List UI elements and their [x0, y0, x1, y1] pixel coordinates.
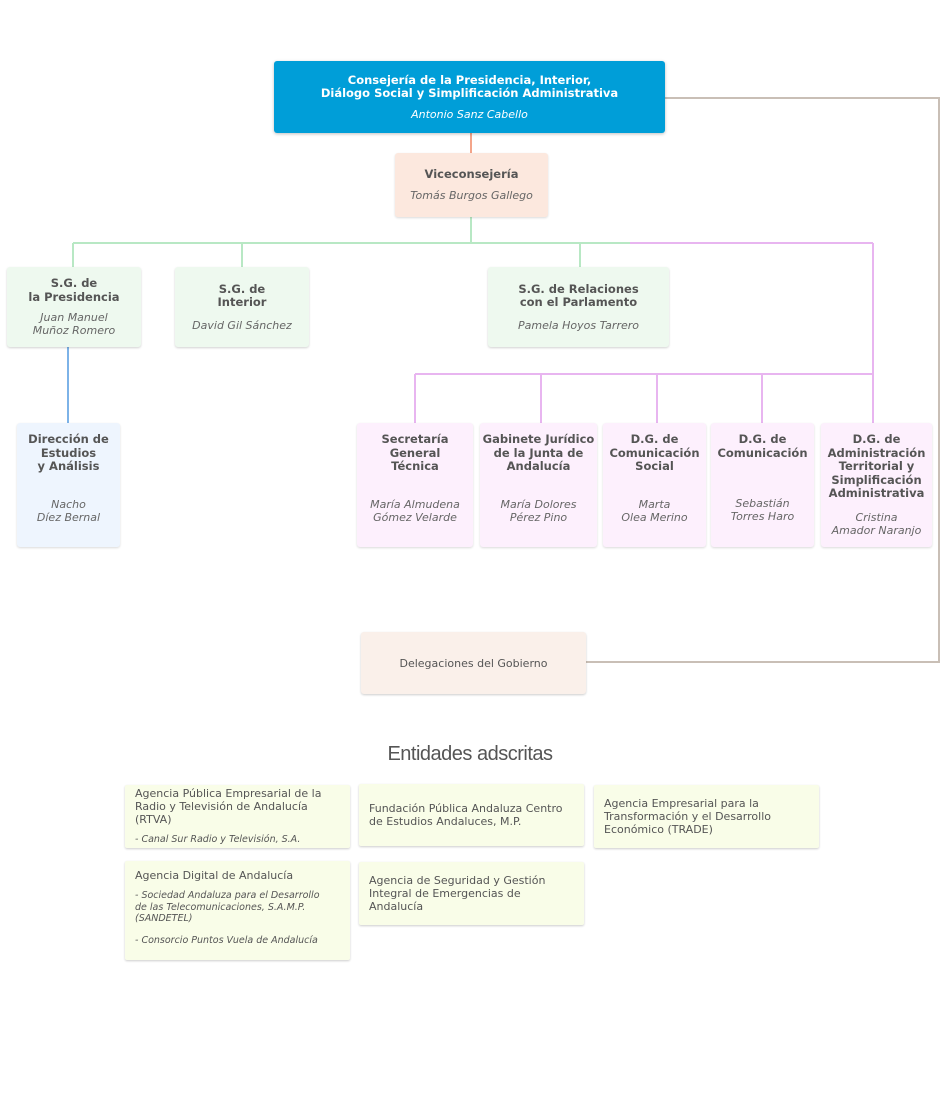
dg-administracion-title: D.G. de Administración Territorial y Sim… [827, 432, 926, 500]
dg-comunicacion-social-name: Marta Olea Merino [621, 497, 688, 524]
sg-parlamento-box[interactable]: S.G. de Relaciones con el Parlamento Pam… [488, 267, 669, 347]
delegaciones-label: Delegaciones del Gobierno [399, 656, 548, 670]
sg-parlamento-name: Pamela Hoyos Tarrero [518, 318, 639, 332]
entidad-rtva-sub: - Canal Sur Radio y Televisión, S.A. [135, 834, 301, 846]
gabinete-juridico-title: Gabinete Jurídico de la Junta de Andaluc… [482, 432, 595, 473]
sg-presidencia-name: Juan Manuel Muñoz Romero [32, 311, 116, 337]
sg-presidencia-box[interactable]: S.G. de la Presidencia Juan Manuel Muñoz… [7, 267, 141, 347]
viceconsejeria-title: Viceconsejería [424, 167, 519, 182]
dg-comunicacion-box[interactable]: D.G. de Comunicación Sebastián Torres Ha… [711, 423, 814, 547]
entidad-digital-sub2: - Consorcio Puntos Vuela de Andalucía [135, 934, 318, 946]
sg-interior-name: David Gil Sánchez [192, 318, 292, 332]
direccion-estudios-title: Dirección de Estudios y Análisis [28, 432, 109, 473]
gabinete-juridico-name: María Dolores Pérez Pino [500, 497, 577, 524]
direccion-estudios-box[interactable]: Dirección de Estudios y Análisis Nacho D… [17, 423, 120, 547]
connector-green-tree [72, 217, 630, 267]
secretaria-general-title: Secretaría General Técnica [381, 432, 449, 473]
sg-interior-box[interactable]: S.G. de Interior David Gil Sánchez [175, 267, 309, 347]
entidad-digital-label: Agencia Digital de Andalucía [135, 869, 294, 882]
dg-comunicacion-social-title: D.G. de Comunicación Social [609, 432, 700, 473]
viceconsejeria-box[interactable]: Viceconsejería Tomás Burgos Gallego [395, 153, 548, 217]
secretaria-general-box[interactable]: Secretaría General Técnica María Almuden… [357, 423, 473, 547]
gabinete-juridico-box[interactable]: Gabinete Jurídico de la Junta de Andaluc… [480, 423, 597, 547]
entidad-rtva-label: Agencia Pública Empresarial de la Radio … [135, 787, 322, 827]
entidad-emergencias-label: Agencia de Seguridad y Gestión Integral … [369, 874, 546, 913]
sg-parlamento-title: S.G. de Relaciones con el Parlamento [518, 281, 639, 309]
dg-comunicacion-social-box[interactable]: D.G. de Comunicación Social Marta Olea M… [603, 423, 706, 547]
direccion-estudios-name: Nacho Díez Bernal [36, 497, 101, 524]
dg-administracion-name: Cristina Amador Naranjo [831, 510, 922, 537]
connector-consejeria-delegaciones [586, 97, 940, 663]
sg-interior-title: S.G. de Interior [217, 281, 267, 309]
entidad-digital-sub1: - Sociedad Andaluza para el Desarrollo d… [135, 890, 320, 924]
entidad-trade[interactable]: Agencia Empresarial para la Transformaci… [594, 785, 819, 848]
viceconsejeria-name: Tomás Burgos Gallego [410, 188, 533, 202]
entidad-centra[interactable]: Fundación Pública Andaluza Centro de Est… [359, 784, 584, 846]
entidad-trade-label: Agencia Empresarial para la Transformaci… [604, 797, 771, 836]
dg-comunicacion-name: Sebastián Torres Haro [730, 497, 795, 523]
delegaciones-box[interactable]: Delegaciones del Gobierno [361, 632, 586, 694]
dg-comunicacion-title: D.G. de Comunicación [717, 432, 808, 460]
entidad-digital[interactable]: Agencia Digital de Andalucía - Sociedad … [125, 861, 350, 960]
sg-presidencia-title: S.G. de la Presidencia [28, 276, 120, 304]
secretaria-general-name: María Almudena Gómez Velarde [370, 497, 460, 524]
connector-pink-tree [414, 242, 874, 423]
consejeria-box[interactable]: Consejería de la Presidencia, Interior, … [274, 61, 665, 133]
entidad-rtva[interactable]: Agencia Pública Empresarial de la Radio … [125, 785, 350, 848]
consejeria-name: Antonio Sanz Cabello [411, 107, 528, 121]
entidades-title: Entidades adscritas [387, 743, 553, 765]
consejeria-title: Consejería de la Presidencia, Interior, … [320, 72, 619, 100]
entidad-centra-label: Fundación Pública Andaluza Centro de Est… [369, 802, 563, 828]
entidad-emergencias[interactable]: Agencia de Seguridad y Gestión Integral … [359, 862, 584, 925]
dg-administracion-box[interactable]: D.G. de Administración Territorial y Sim… [821, 423, 932, 547]
